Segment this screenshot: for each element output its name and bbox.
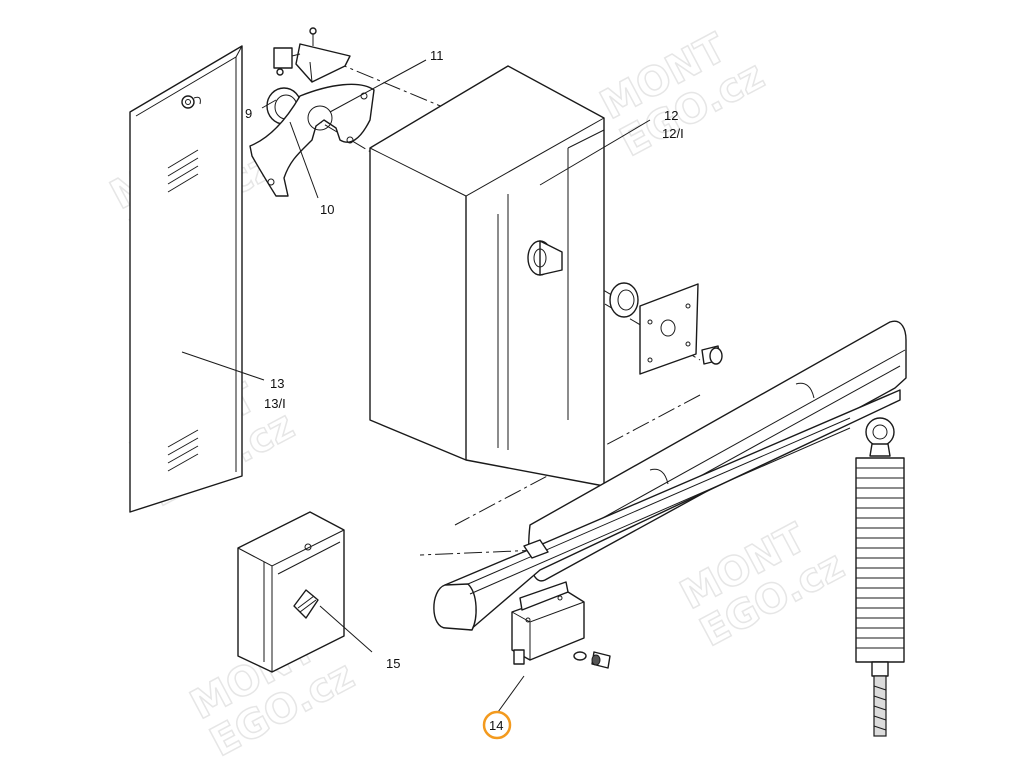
label-14: 14 [489, 718, 503, 733]
label-11: 11 [430, 48, 444, 63]
label-12: 12 [664, 108, 678, 123]
column-housing-part [369, 65, 605, 487]
control-box-part [237, 511, 345, 673]
part-labels: 9 10 11 12 12/I 13 13/I 15 14 [245, 48, 684, 740]
label-10: 10 [320, 202, 334, 217]
label-15: 15 [386, 656, 400, 671]
highlight-circle [482, 710, 512, 740]
label-12-i: 12/I [662, 126, 684, 141]
cam-mechanism-part [249, 27, 375, 197]
spring-coils [855, 457, 905, 663]
door-panel-part [129, 45, 243, 513]
label-13: 13 [270, 376, 284, 391]
label-9: 9 [245, 106, 252, 121]
watermark: MONT EGO.cz [592, 24, 772, 167]
flange-plate-part [609, 282, 723, 375]
leader-lines [181, 59, 651, 713]
label-13-i: 13/I [264, 396, 286, 411]
spring-assembly-part [855, 417, 905, 737]
watermark: MONT EGO.cz [672, 514, 852, 657]
boom-arm-part [433, 320, 907, 669]
